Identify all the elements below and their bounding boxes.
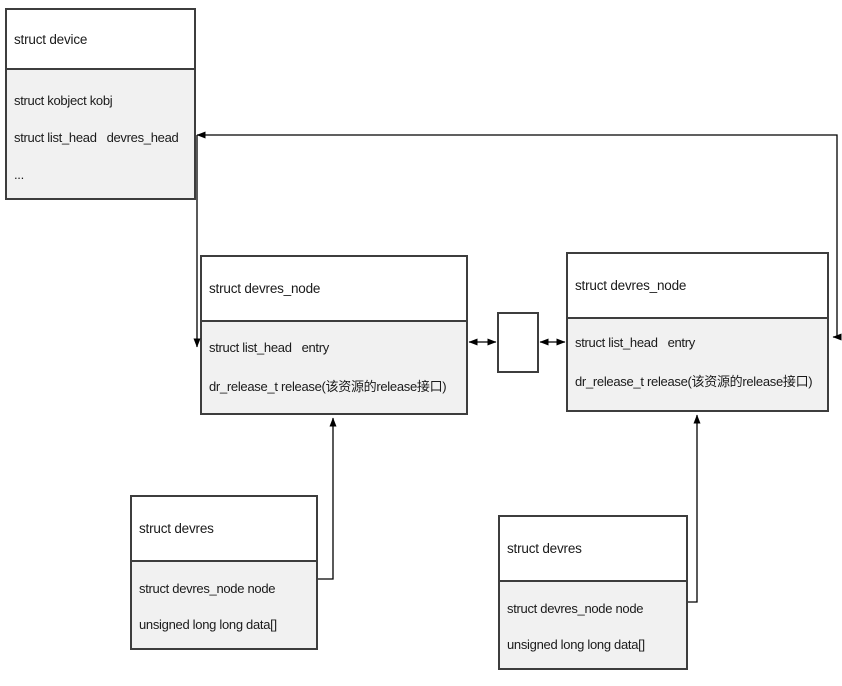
devres-node-left-box: struct devres_node struct list_head entr… [200,255,468,415]
devres-node-right-box: struct devres_node struct list_head entr… [566,252,829,412]
devres-left-title: struct devres [132,497,316,562]
devres-node-left-field-entry: struct list_head entry [209,339,329,355]
struct-device-body: struct kobject kobj struct list_head dev… [7,70,194,198]
devres-node-right-field-entry: struct list_head entry [575,334,695,350]
devres-right-box: struct devres struct devres_node node un… [498,515,688,670]
devres-node-right-field-release: dr_release_t release(该资源的release接口) [575,373,813,389]
empty-list-node-box [497,312,539,373]
device-field-devres-head: struct list_head devres_head [14,130,179,145]
devres-left-body: struct devres_node node unsigned long lo… [132,562,316,648]
device-field-ellipsis: ... [14,167,24,182]
struct-device-title: struct device [7,10,194,70]
devres-right-body: struct devres_node node unsigned long lo… [500,582,686,668]
link-devres-right-node-to-devres-node-right [688,414,701,603]
devres-left-field-node: struct devres_node node [139,580,276,596]
devres-right-title: struct devres [500,517,686,582]
devres-node-left-body: struct list_head entry dr_release_t rele… [202,322,466,413]
devres-node-right-title: struct devres_node [568,254,827,319]
devres-node-right-body: struct list_head entry dr_release_t rele… [568,319,827,410]
devres-node-left-title: struct devres_node [202,257,466,322]
devres-right-field-node: struct devres_node node [507,600,644,616]
devres-left-box: struct devres struct devres_node node un… [130,495,318,650]
devres-right-field-data: unsigned long long data[] [507,636,645,652]
struct-device-box: struct device struct kobject kobj struct… [5,8,196,200]
device-field-kobj: struct kobject kobj [14,93,113,108]
devres-left-field-data: unsigned long long data[] [139,616,277,632]
devres-node-left-field-release: dr_release_t release(该资源的release接口) [209,378,447,394]
link-devres-left-node-to-devres-node-left [318,417,337,580]
